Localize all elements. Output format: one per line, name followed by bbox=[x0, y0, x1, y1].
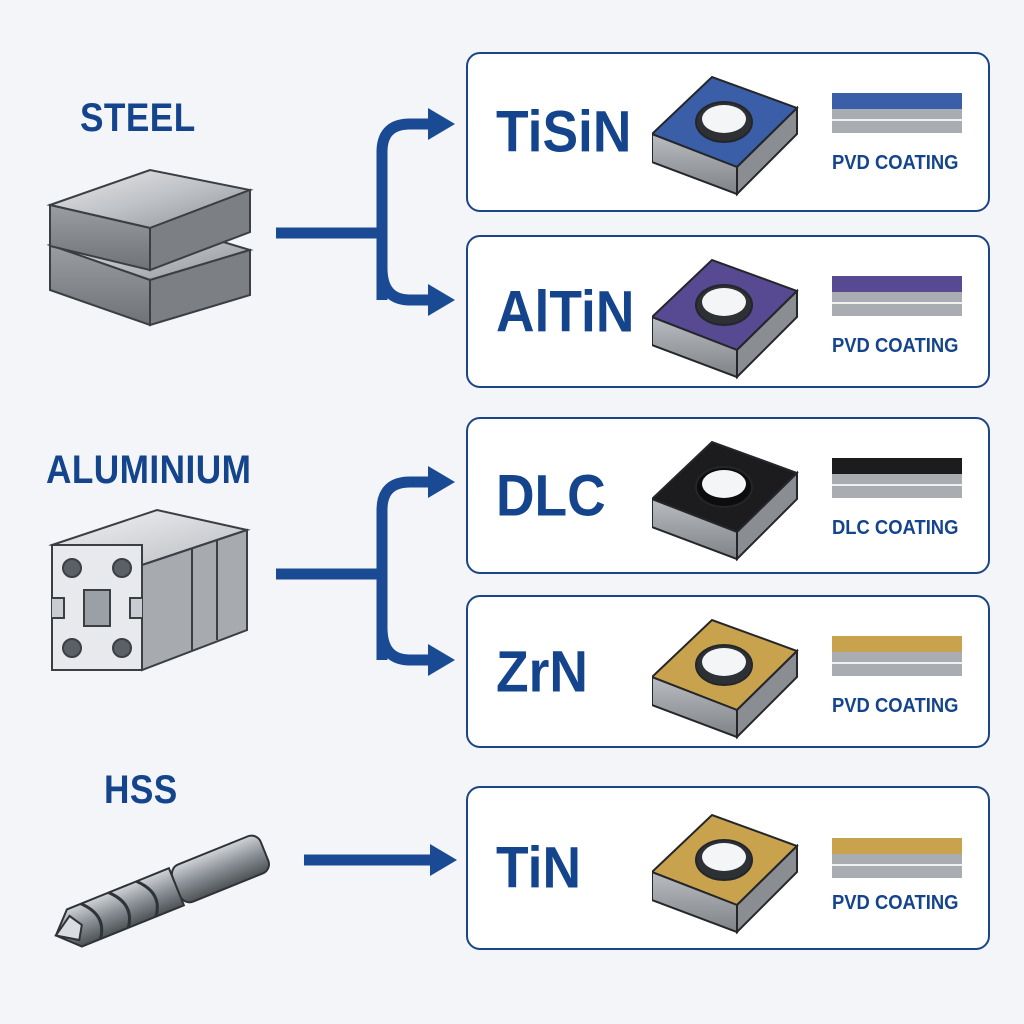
material-label-aluminium: ALUMINIUM bbox=[46, 448, 252, 492]
coating-type-label: PVD COATING bbox=[832, 335, 959, 357]
insert-altin-icon bbox=[652, 258, 799, 380]
coating-card-zrn: ZrN PVD COATING bbox=[466, 595, 990, 748]
material-label-hss: HSS bbox=[104, 768, 178, 812]
coating-card-altin: AlTiN PVD COATING bbox=[466, 235, 990, 388]
insert-tisin-icon bbox=[652, 75, 799, 197]
coating-type-label: DLC COATING bbox=[832, 517, 959, 539]
coating-type-label: PVD COATING bbox=[832, 695, 959, 717]
insert-zrn-icon bbox=[652, 618, 799, 740]
coating-layer-zrn bbox=[832, 636, 962, 676]
coating-name: ZrN bbox=[496, 639, 588, 704]
coating-card-tin: TiN PVD COATING bbox=[466, 786, 990, 950]
coating-type-label: PVD COATING bbox=[832, 892, 959, 914]
coating-name: TiSiN bbox=[496, 99, 632, 165]
drill-bit-icon bbox=[54, 834, 270, 948]
coating-name: TiN bbox=[496, 835, 581, 901]
coating-layer-tin bbox=[832, 838, 962, 878]
insert-tin-icon bbox=[652, 813, 799, 935]
coating-card-tisin: TiSiN PVD COATING bbox=[466, 52, 990, 212]
coating-name: AlTiN bbox=[496, 279, 635, 344]
insert-dlc-icon bbox=[652, 440, 799, 562]
aluminium-profile-icon bbox=[48, 508, 251, 672]
coating-layer-altin bbox=[832, 276, 962, 316]
coating-layer-tisin bbox=[832, 93, 962, 133]
coating-layer-dlc bbox=[832, 458, 962, 498]
coating-type-label: PVD COATING bbox=[832, 152, 959, 174]
steel-plates-icon bbox=[46, 168, 254, 327]
material-label-steel: STEEL bbox=[80, 96, 196, 140]
coating-name: DLC bbox=[496, 463, 606, 528]
coating-card-dlc: DLC DLC COATING bbox=[466, 417, 990, 574]
